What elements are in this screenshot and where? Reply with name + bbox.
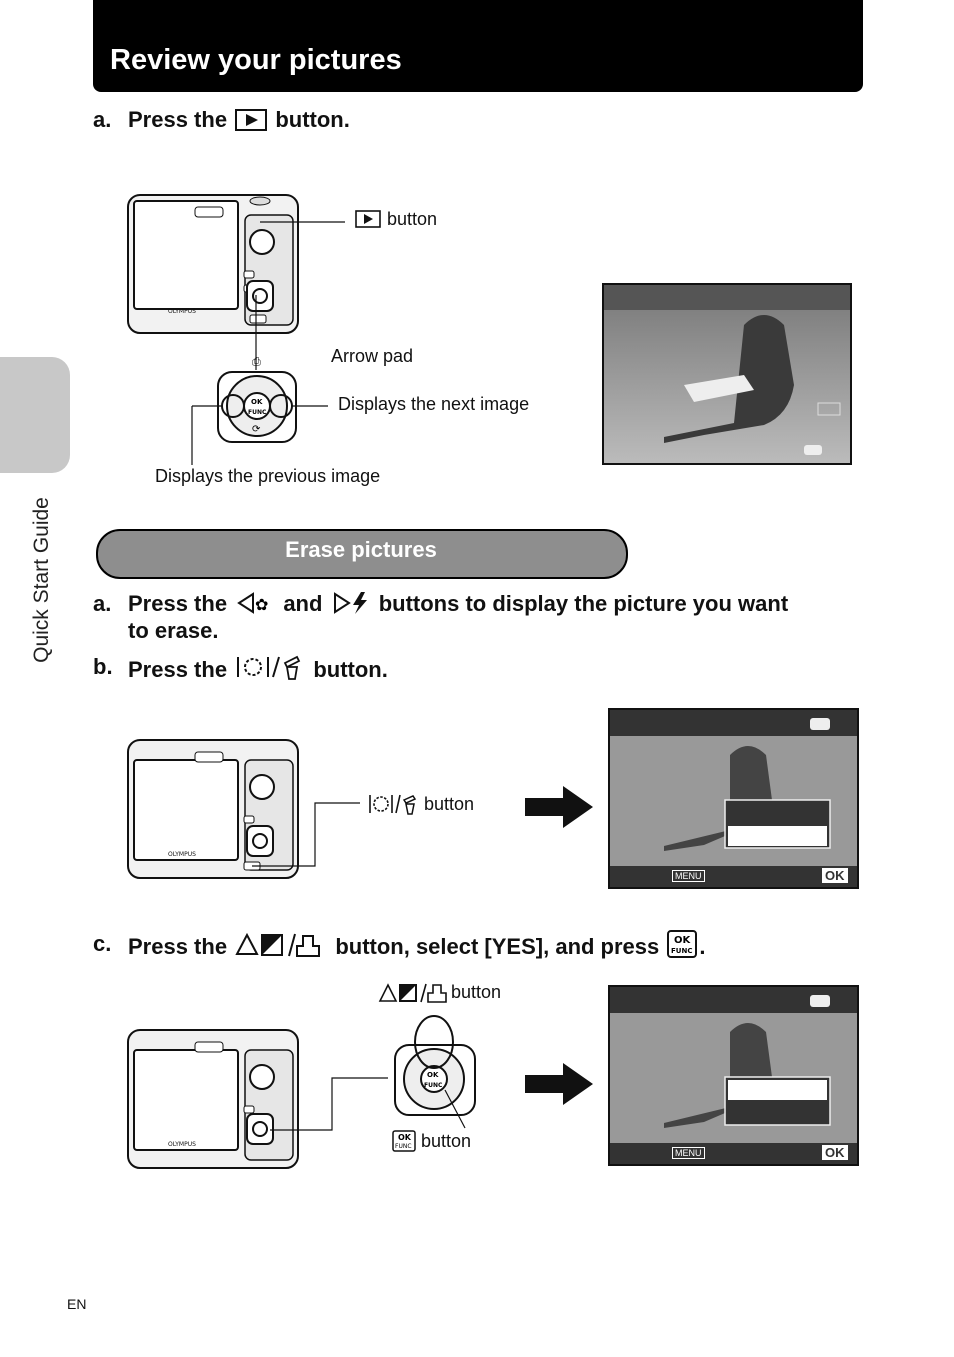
step-text: button, select [YES], and press — [335, 934, 660, 959]
svg-text:FUNC: FUNC — [424, 1082, 443, 1089]
up-triangle-icon — [378, 983, 447, 1003]
step-label: b. — [93, 654, 113, 679]
svg-text:OK: OK — [427, 1071, 439, 1079]
step-text: Press the — [128, 591, 228, 616]
play-icon — [235, 109, 268, 131]
up-button-callout: button — [451, 982, 502, 1002]
up-triangle-icon — [235, 932, 321, 957]
step-text: . — [699, 934, 706, 959]
camera-body: OLYMPUS — [127, 194, 299, 334]
menu-badge: MENU — [672, 1147, 705, 1159]
svg-text:OLYMPUS: OLYMPUS — [168, 308, 196, 315]
svg-text:⟳: ⟳ — [252, 424, 261, 435]
arrow-pad: OK FUNC ⎙ ⟳ — [217, 355, 297, 443]
review-step-a: a. Press the button. — [93, 106, 893, 134]
svg-text:⎙: ⎙ — [252, 355, 261, 368]
arrow-right-icon — [525, 1063, 593, 1105]
arrow-right-icon — [525, 786, 593, 828]
step-text: Press the — [128, 107, 228, 132]
side-label: Quick Start Guide — [30, 497, 53, 663]
side-tab — [0, 357, 70, 473]
lcd-screen-content — [610, 710, 857, 887]
review-photo — [602, 283, 852, 465]
svg-text:OLYMPUS: OLYMPUS — [168, 1141, 196, 1148]
section-pill — [96, 529, 628, 579]
step-text: and — [283, 591, 323, 616]
macro-icon: ✿ — [255, 595, 268, 614]
footer-lang: EN — [67, 1296, 87, 1312]
step-label: c. — [93, 931, 112, 956]
play-button-callout: button — [387, 209, 438, 229]
svg-text:OK: OK — [674, 935, 692, 946]
svg-text:OLYMPUS: OLYMPUS — [168, 851, 196, 858]
camera-erase-diagram: OLYMPUS — [127, 739, 360, 879]
svg-text:FUNC: FUNC — [395, 1143, 412, 1150]
previous-image-callout: Displays the previous image — [155, 466, 381, 486]
ok-badge: OK — [822, 1145, 848, 1160]
lcd-screen-select: MENU OK — [608, 985, 859, 1166]
lcd-screen-erase: MENU OK — [608, 708, 859, 889]
trash-icon — [283, 655, 301, 680]
menu-badge: MENU — [672, 870, 705, 882]
step-text: Press the — [128, 934, 228, 959]
print-icon — [296, 935, 321, 957]
step-label: a. — [93, 107, 112, 132]
header-bar — [93, 0, 863, 92]
page-title: Review your pictures — [110, 44, 402, 76]
step-label: a. — [93, 591, 112, 616]
photo-scene — [604, 285, 850, 463]
svg-text:OK: OK — [398, 1133, 412, 1142]
trash-icon — [402, 795, 417, 815]
ok-button-callout: button — [421, 1131, 472, 1151]
erase-button-callout: button — [424, 794, 475, 814]
erase-step-a: a. Press the ✿ and buttons to display th… — [93, 590, 893, 646]
section-title: Erase pictures — [285, 537, 437, 562]
print-icon — [427, 984, 447, 1003]
erase-step-c: c. Press the button, select [YES], and p… — [93, 930, 893, 959]
svg-text:FUNC: FUNC — [671, 947, 692, 955]
shake-reduction-icon — [369, 794, 417, 815]
svg-text:OK: OK — [251, 398, 263, 406]
ok-badge: OK — [822, 868, 848, 883]
flash-icon — [352, 592, 367, 614]
arrow-pad-callout: Arrow pad — [331, 346, 414, 366]
arrow-pad: OK FUNC — [394, 1015, 476, 1129]
camera-review-diagram: OLYMPUS OK FUNC ⎙ ⟳ — [127, 194, 345, 465]
shake-reduction-icon — [237, 655, 301, 680]
next-image-callout: Displays the next image — [338, 394, 530, 414]
step-text: button. — [313, 657, 388, 682]
play-icon — [355, 210, 381, 228]
lcd-screen-content — [610, 987, 857, 1164]
step-text: buttons to display the picture you want — [378, 591, 789, 616]
svg-text:FUNC: FUNC — [248, 409, 267, 416]
right-triangle-icon — [333, 592, 367, 614]
left-triangle-icon: ✿ — [237, 592, 269, 614]
step-text: Press the — [128, 657, 228, 682]
step-text: button. — [275, 107, 350, 132]
step-text: to erase. — [128, 618, 219, 643]
erase-step-b: b. Press the button. — [93, 653, 893, 682]
camera-select-diagram: OLYMPUS OK FUNC — [127, 1015, 476, 1169]
